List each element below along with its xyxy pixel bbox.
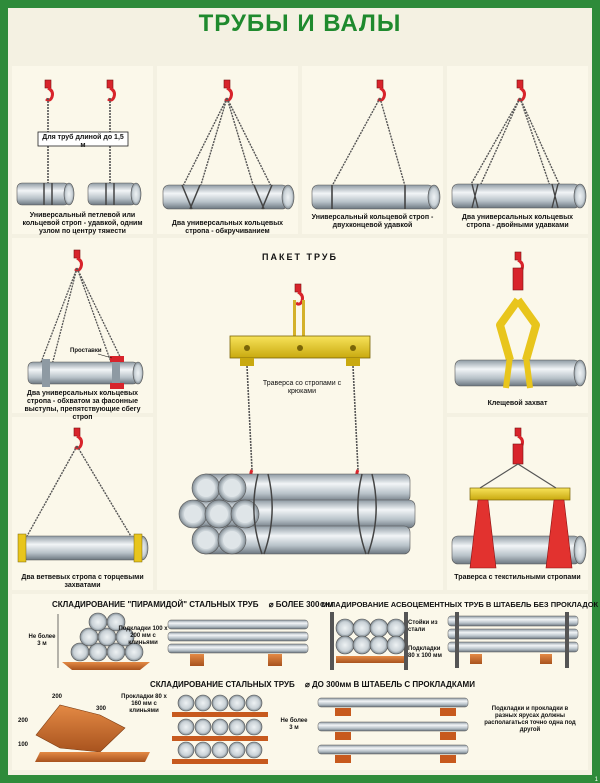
panel-1-illustration xyxy=(16,78,142,206)
panel-8-caption: Два ветвевых стропа с торцевыми захватам… xyxy=(21,574,144,589)
panel-5-label: Проставки xyxy=(70,348,102,354)
center-label: Траверса со стропами с крюками xyxy=(262,380,342,395)
page-number: 1 xyxy=(594,777,598,783)
stack-heading-text: СКЛАДИРОВАНИЕ СТАЛЬНЫХ ТРУБ xyxy=(150,680,295,689)
asbestos-pads: Подкладки 80 x 100 мм xyxy=(408,646,442,659)
panel-3-caption: Универсальный кольцевой строп - двухконц… xyxy=(311,214,434,229)
stack-height: Не более 3 м xyxy=(280,718,308,731)
panel-7-illustration xyxy=(454,250,587,389)
pyramid-heading: СКЛАДИРОВАНИЕ "ПИРАМИДОЙ" СТАЛЬНЫХ ТРУБ … xyxy=(52,600,333,609)
panel-5-illustration xyxy=(27,248,144,389)
panel-5-caption: Два универсальных кольцевых стропа - обх… xyxy=(24,390,141,421)
panel-1-note: Для труб длиной до 1,5 м xyxy=(42,134,124,149)
stack-note: Подкладки и прокладки в разных ярусах до… xyxy=(484,706,576,733)
panel-3-illustration xyxy=(311,78,441,210)
asbestos-heading: СКЛАДИРОВАНИЕ АСБОЦЕМЕНТНЫХ ТРУБ В ШТАБЕ… xyxy=(320,600,599,609)
panel-4-caption: Два универсальных кольцевых стропа - дво… xyxy=(461,214,574,229)
dim-100: 100 xyxy=(18,742,29,748)
dim-200: 200 xyxy=(52,694,63,700)
panel-8 xyxy=(12,417,153,590)
panel-2-caption: Два универсальных кольцевых стропа - обк… xyxy=(171,220,284,235)
panel-9-illustration xyxy=(451,426,587,569)
storage-illustrations xyxy=(35,612,579,764)
stack-size: ⌀ ДО 300мм В ШТАБЕЛЬ С ПРОКЛАДКАМИ xyxy=(304,680,475,689)
dim-300: 300 xyxy=(96,706,107,712)
panel-1-caption: Универсальный петлевой или кольцевой стр… xyxy=(22,212,143,235)
pyramid-heading-text: СКЛАДИРОВАНИЕ "ПИРАМИДОЙ" СТАЛЬНЫХ ТРУБ xyxy=(52,600,259,609)
panel-7-caption: Клещевой захват xyxy=(487,400,548,407)
panel-8-illustration xyxy=(17,426,149,563)
pyramid-size: ⌀ БОЛЕЕ 300 мм xyxy=(268,600,334,609)
panel-1 xyxy=(12,66,153,234)
center-heading: ПАКЕТ ТРУБ xyxy=(262,252,338,262)
dim-200b: 200 xyxy=(18,718,29,724)
panel-2-illustration xyxy=(162,78,295,210)
panel-9-caption: Траверса с текстильными стропами xyxy=(454,574,581,581)
pyramid-pads: Подкладки 100 x 200 мм с клиньями xyxy=(118,626,168,646)
asbestos-posts: Стойки из стали xyxy=(408,620,438,633)
poster-title: ТРУБЫ И ВАЛЫ xyxy=(198,10,402,37)
stack-heading: СКЛАДИРОВАНИЕ СТАЛЬНЫХ ТРУБ ⌀ ДО 300мм В… xyxy=(150,680,475,689)
stack-pads: Прокладки 80 x 160 мм с клиньями xyxy=(121,694,167,714)
panel-4-illustration xyxy=(451,78,587,209)
center-illustration xyxy=(178,282,416,555)
pyramid-height: Не более 3 м xyxy=(28,634,56,647)
